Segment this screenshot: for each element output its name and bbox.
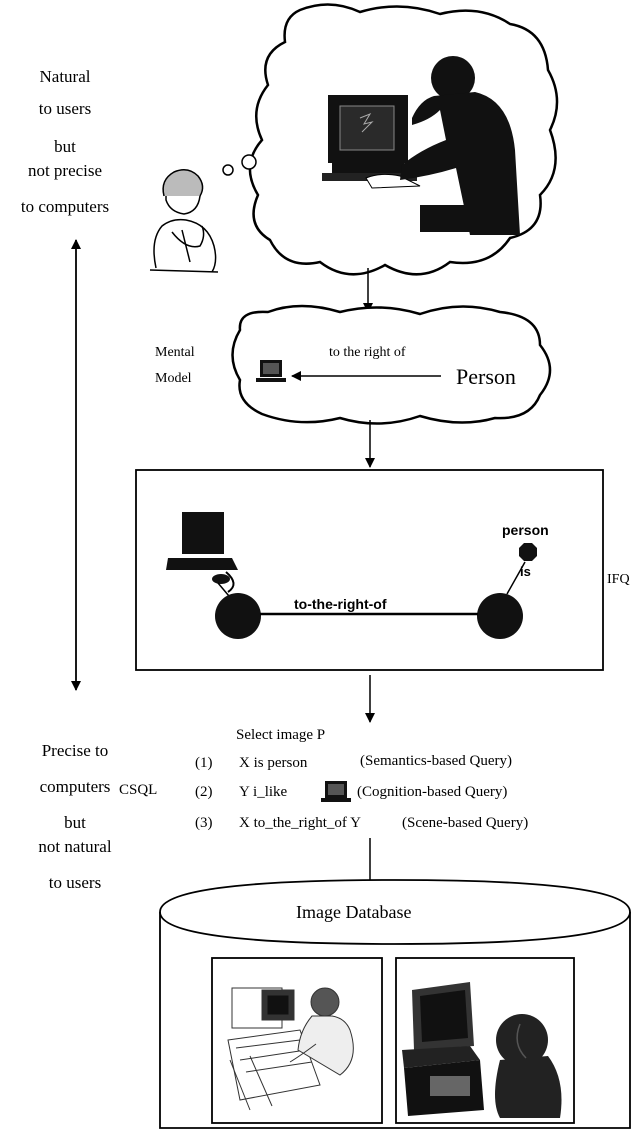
label-line: Mental <box>155 345 195 360</box>
label-line: to users <box>48 873 102 892</box>
thought-bubble <box>241 154 257 170</box>
mental-model-cloud <box>231 304 552 425</box>
person-at-computer-illustration <box>322 56 520 235</box>
database-title: Image Database <box>296 902 412 922</box>
mental-relation-label: to the right of <box>329 345 406 360</box>
csql-select: Select image P <box>236 727 326 743</box>
label-line: to computers <box>20 197 110 216</box>
label-line: but <box>64 813 86 832</box>
csql-computer-icon <box>321 781 351 802</box>
csql-line-2-query: Y i_like <box>239 784 288 800</box>
csql-label: CSQL <box>119 782 158 798</box>
ifq-edge-label: to-the-right-of <box>294 596 387 612</box>
csql-line-1-kind: (Semantics-based Query) <box>360 753 513 769</box>
computer-icon <box>256 360 286 382</box>
csql-line-2-kind: (Cognition-based Query) <box>357 784 508 800</box>
label-line: not natural <box>38 837 112 856</box>
ifq-is-label: is <box>520 564 531 579</box>
csql-line-3-num: (3) <box>195 815 213 831</box>
csql-line-1-query: X is person <box>239 755 308 771</box>
ifq-computer-icon <box>166 512 238 593</box>
label-line: Precise to <box>41 741 109 760</box>
ifq-node-y <box>477 593 523 639</box>
ifq-label: IFQ <box>607 572 630 587</box>
mental-model-label: Mental Model <box>155 346 195 386</box>
natural-to-users-label: Natural to users but not precise to comp… <box>0 68 130 222</box>
thought-bubble <box>222 164 234 176</box>
thinking-woman-illustration <box>149 169 219 273</box>
label-line: computers <box>39 777 111 796</box>
ifq-person-node <box>519 543 537 561</box>
csql-line-2-num: (2) <box>195 784 213 800</box>
ifq-attr-link <box>506 561 526 595</box>
ifq-person-label: person <box>502 522 549 538</box>
label-line: but <box>54 137 76 156</box>
label-line: Natural <box>39 67 91 86</box>
photo-person-at-terminal <box>227 987 354 1111</box>
precise-to-computers-label: Precise to computers but not natural to … <box>0 742 150 898</box>
csql-line-3-kind: (Scene-based Query) <box>402 815 529 831</box>
label-line: to users <box>38 99 92 118</box>
label-line: Model <box>155 371 192 386</box>
mental-object-label: Person <box>456 364 516 389</box>
csql-line-1-num: (1) <box>195 755 213 771</box>
photo-computer-workstation <box>402 968 568 1118</box>
csql-line-3-query: X to_the_right_of Y <box>239 815 361 831</box>
label-line: not precise <box>27 161 103 180</box>
ifq-node-x <box>215 593 261 639</box>
